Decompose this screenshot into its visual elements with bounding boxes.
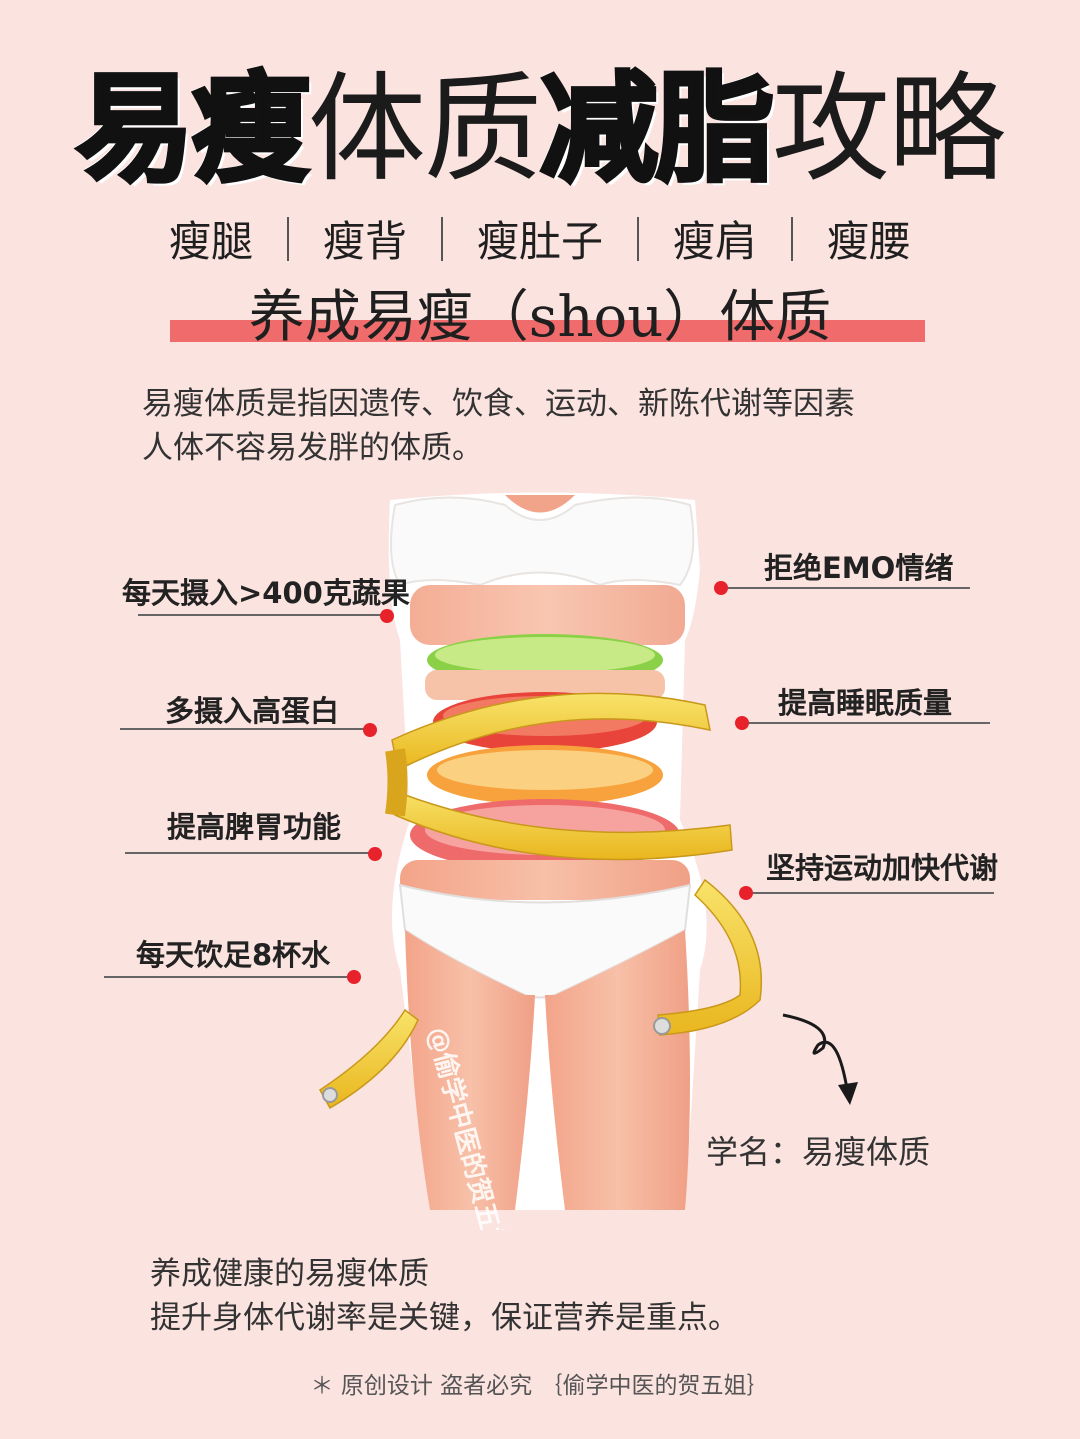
label-water: 每天饮足8杯水 (136, 938, 331, 972)
label-line (722, 587, 970, 589)
label-line (742, 722, 990, 724)
underwear-garment (398, 883, 692, 999)
top-garment (390, 496, 695, 587)
title-part-1: 易瘦 (74, 60, 312, 198)
label-dot (368, 847, 382, 861)
label-dot (714, 581, 728, 595)
label-high-protein: 多摄入高蛋白 (165, 694, 340, 728)
label-vegetables-fruit: 每天摄入>400克蔬果 (122, 576, 410, 610)
label-dot (363, 723, 377, 737)
tag-waist: 瘦腰 (827, 217, 912, 266)
tag-divider (791, 216, 794, 261)
intro-line-2: 人体不容易发胖的体质。 (142, 430, 483, 466)
label-line (120, 728, 370, 730)
label-dot (347, 970, 361, 984)
subheading: 养成易瘦（shou）体质 (248, 285, 832, 350)
label-sleep-quality: 提高睡眠质量 (778, 686, 953, 720)
label-no-emo: 拒绝EMO情绪 (764, 551, 954, 585)
tag-divider (286, 216, 289, 261)
tag-back: 瘦背 (322, 217, 407, 266)
label-spleen-stomach: 提高脾胃功能 (167, 810, 342, 844)
tag-shoulders: 瘦肩 (673, 217, 758, 266)
subhead-highlight-bar (170, 320, 925, 342)
title-part-2: 体质 (307, 60, 542, 198)
tag-list: 瘦腿 瘦背 瘦肚子 瘦肩 瘦腰 (0, 208, 1080, 269)
tag-divider (637, 216, 639, 261)
label-dot (735, 716, 749, 730)
curved-arrow-icon (782, 1013, 858, 1105)
label-dot (739, 886, 753, 900)
tag-divider (440, 216, 443, 261)
outro-line-2: 提升身体代谢率是关键，保证营养是重点。 (150, 1300, 739, 1336)
tag-belly: 瘦肚子 (476, 217, 603, 266)
legs-shape (405, 930, 535, 1210)
label-line (746, 892, 994, 894)
page-title: 易瘦体质减脂攻略 (0, 68, 1080, 190)
label-line (104, 976, 354, 978)
title-part-3: 减脂 (538, 60, 776, 198)
label-line (138, 614, 388, 616)
outro-text: 养成健康的易瘦体质 提升身体代谢率是关键，保证营养是重点。 (150, 1252, 739, 1340)
outro-line-1: 养成健康的易瘦体质 (150, 1256, 429, 1292)
copyright-footer: ＊ 原创设计 盗者必究 ｛偷学中医的贺五姐｝ (310, 1373, 770, 1399)
neck-shape (505, 495, 575, 513)
tag-legs: 瘦腿 (168, 217, 253, 266)
body-illustration: @偷学中医的贺五姐 (319, 492, 763, 1230)
intro-line-1: 易瘦体质是指因遗传、饮食、运动、新陈代谢等因素 (142, 386, 855, 422)
scientific-name: 学名：易瘦体质 (706, 1133, 931, 1171)
intro-text: 易瘦体质是指因遗传、饮食、运动、新陈代谢等因素 人体不容易发胖的体质。 (142, 382, 942, 470)
label-exercise: 坚持运动加快代谢 (766, 851, 999, 885)
title-part-4: 攻略 (772, 60, 1006, 198)
measuring-tape (391, 692, 711, 772)
label-line (125, 852, 375, 854)
label-dot (380, 609, 394, 623)
